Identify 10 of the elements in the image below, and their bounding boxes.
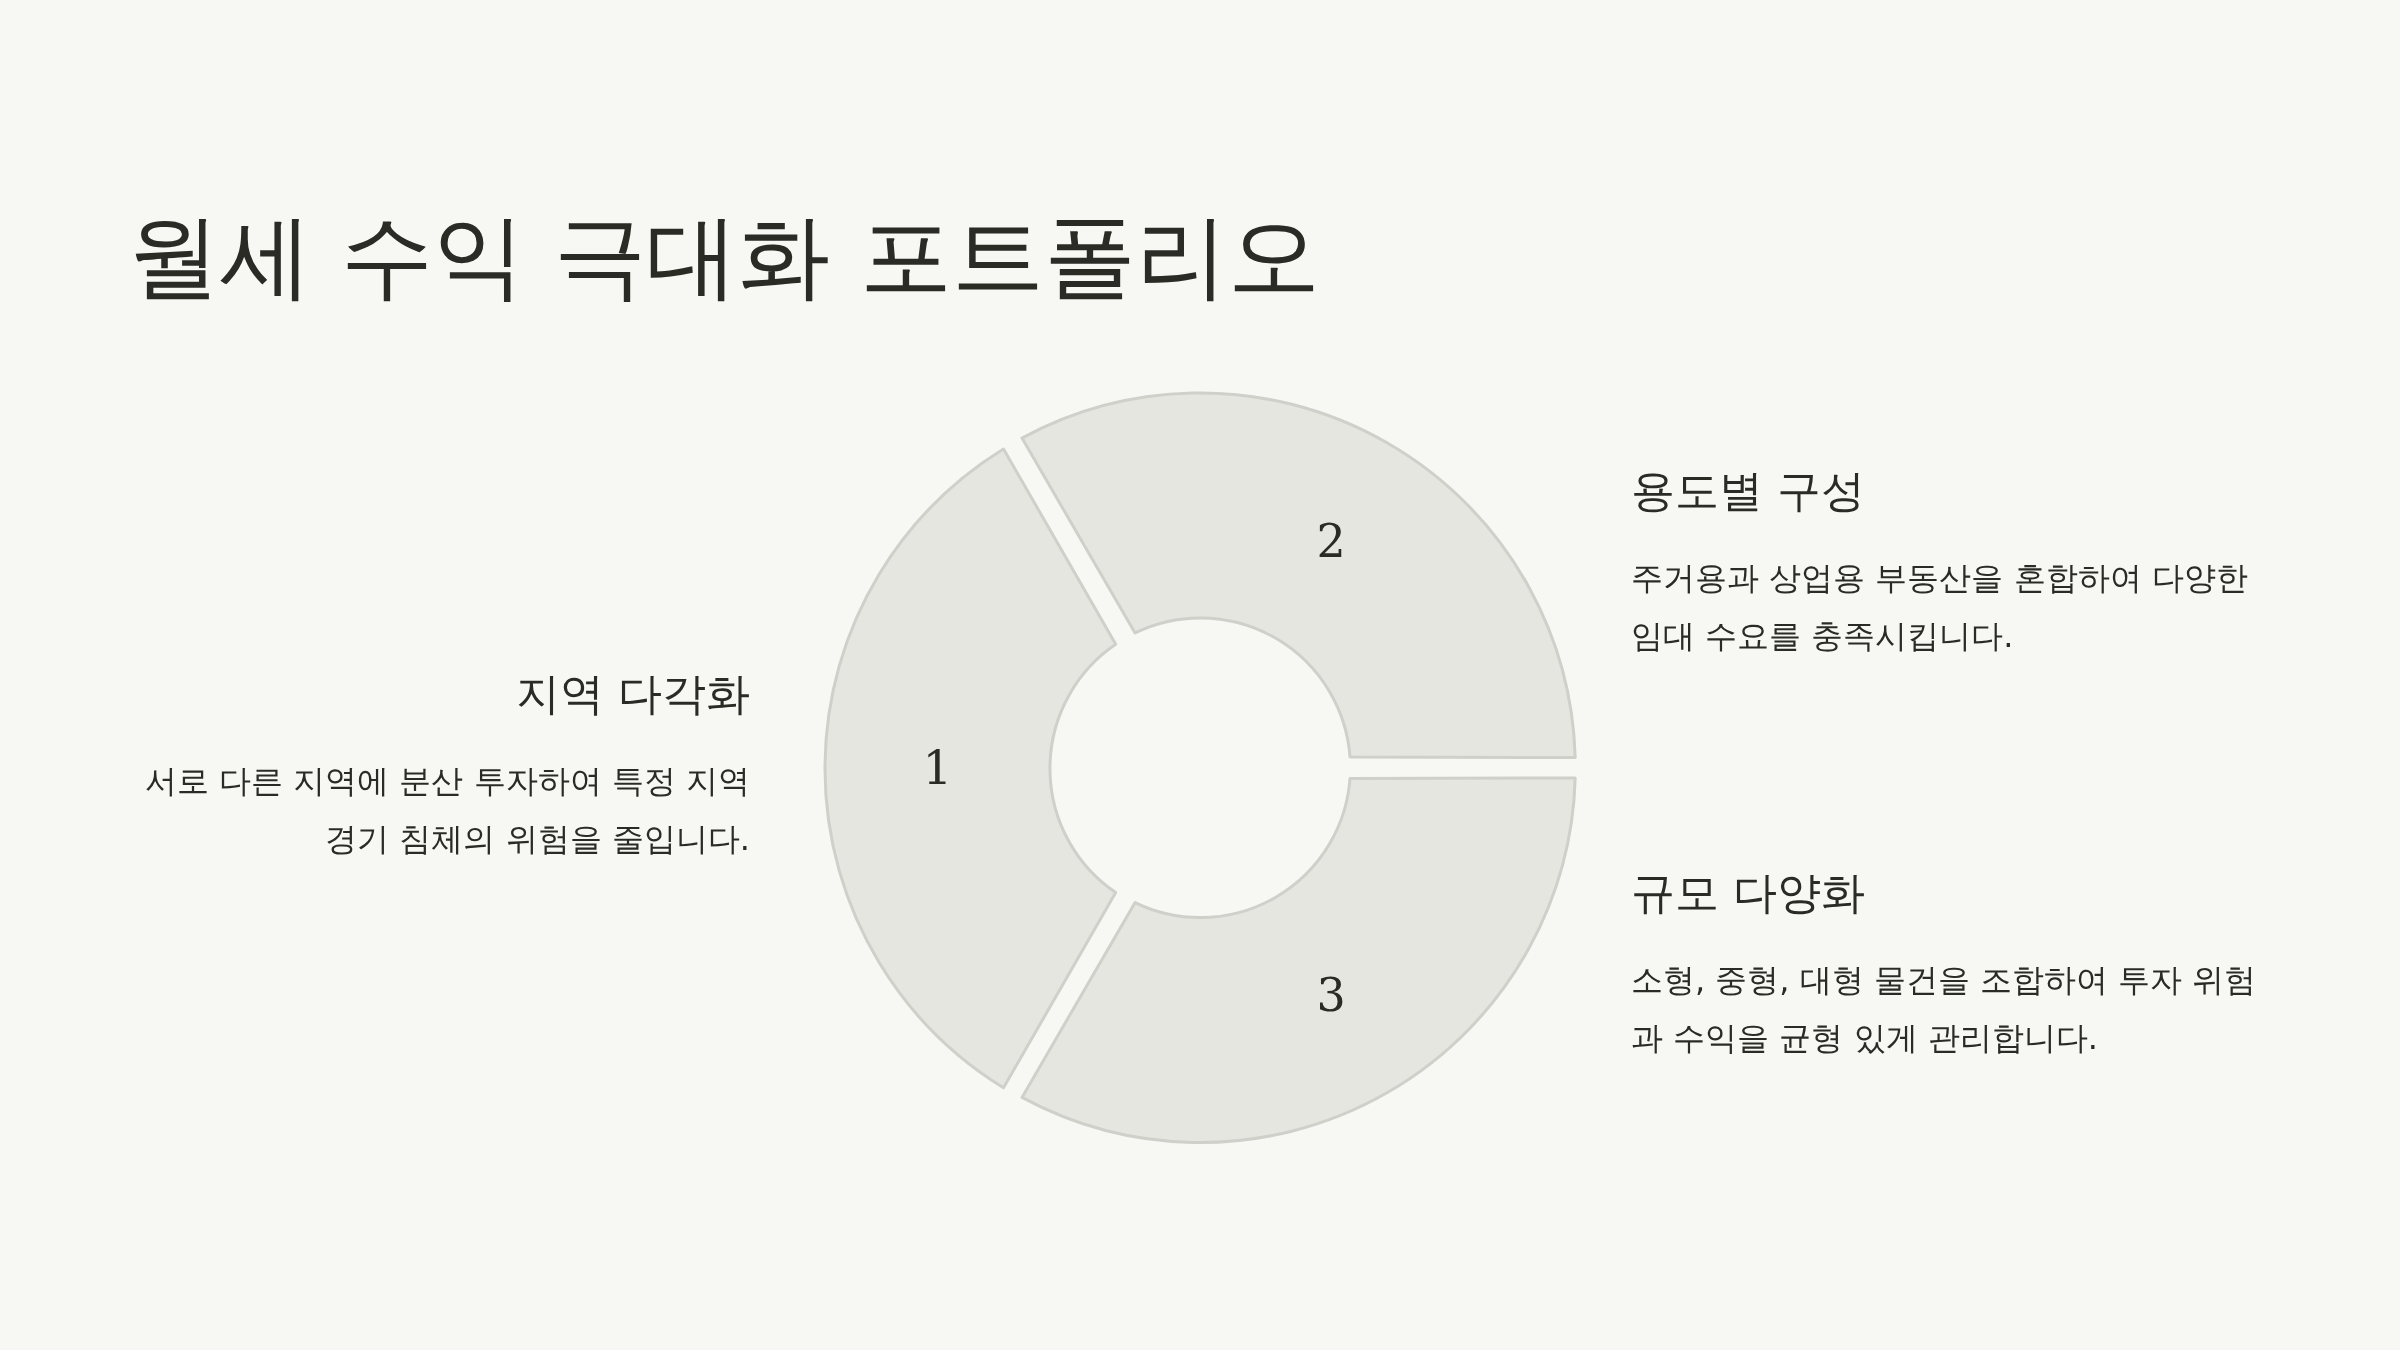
section-heading: 지역 다각화	[515, 667, 750, 721]
description-text: 소형, 중형, 대형 물건을 조합하여 투자 위험과 수익을 균형 있게 관리합니다.	[1631, 960, 2258, 1059]
section-heading: 규모 다양화	[1631, 866, 1866, 920]
segment-number: 3	[1316, 972, 1346, 1019]
segment-number: 1	[922, 745, 953, 791]
description-text: 서로 다른 지역에 분산 투자하여 특정 지역 경기 침체의 위험을 줄입니다.	[143, 761, 750, 860]
description-text: 주거용과 상업용 부동산을 혼합하여 다양한 임대 수요를 충족시킵니다.	[1631, 558, 2249, 657]
section-heading: 용도별 구성	[1631, 464, 1866, 518]
title: 월세 수익 극대화 포트폴리오	[128, 202, 1320, 312]
segment-number: 2	[1316, 517, 1346, 564]
